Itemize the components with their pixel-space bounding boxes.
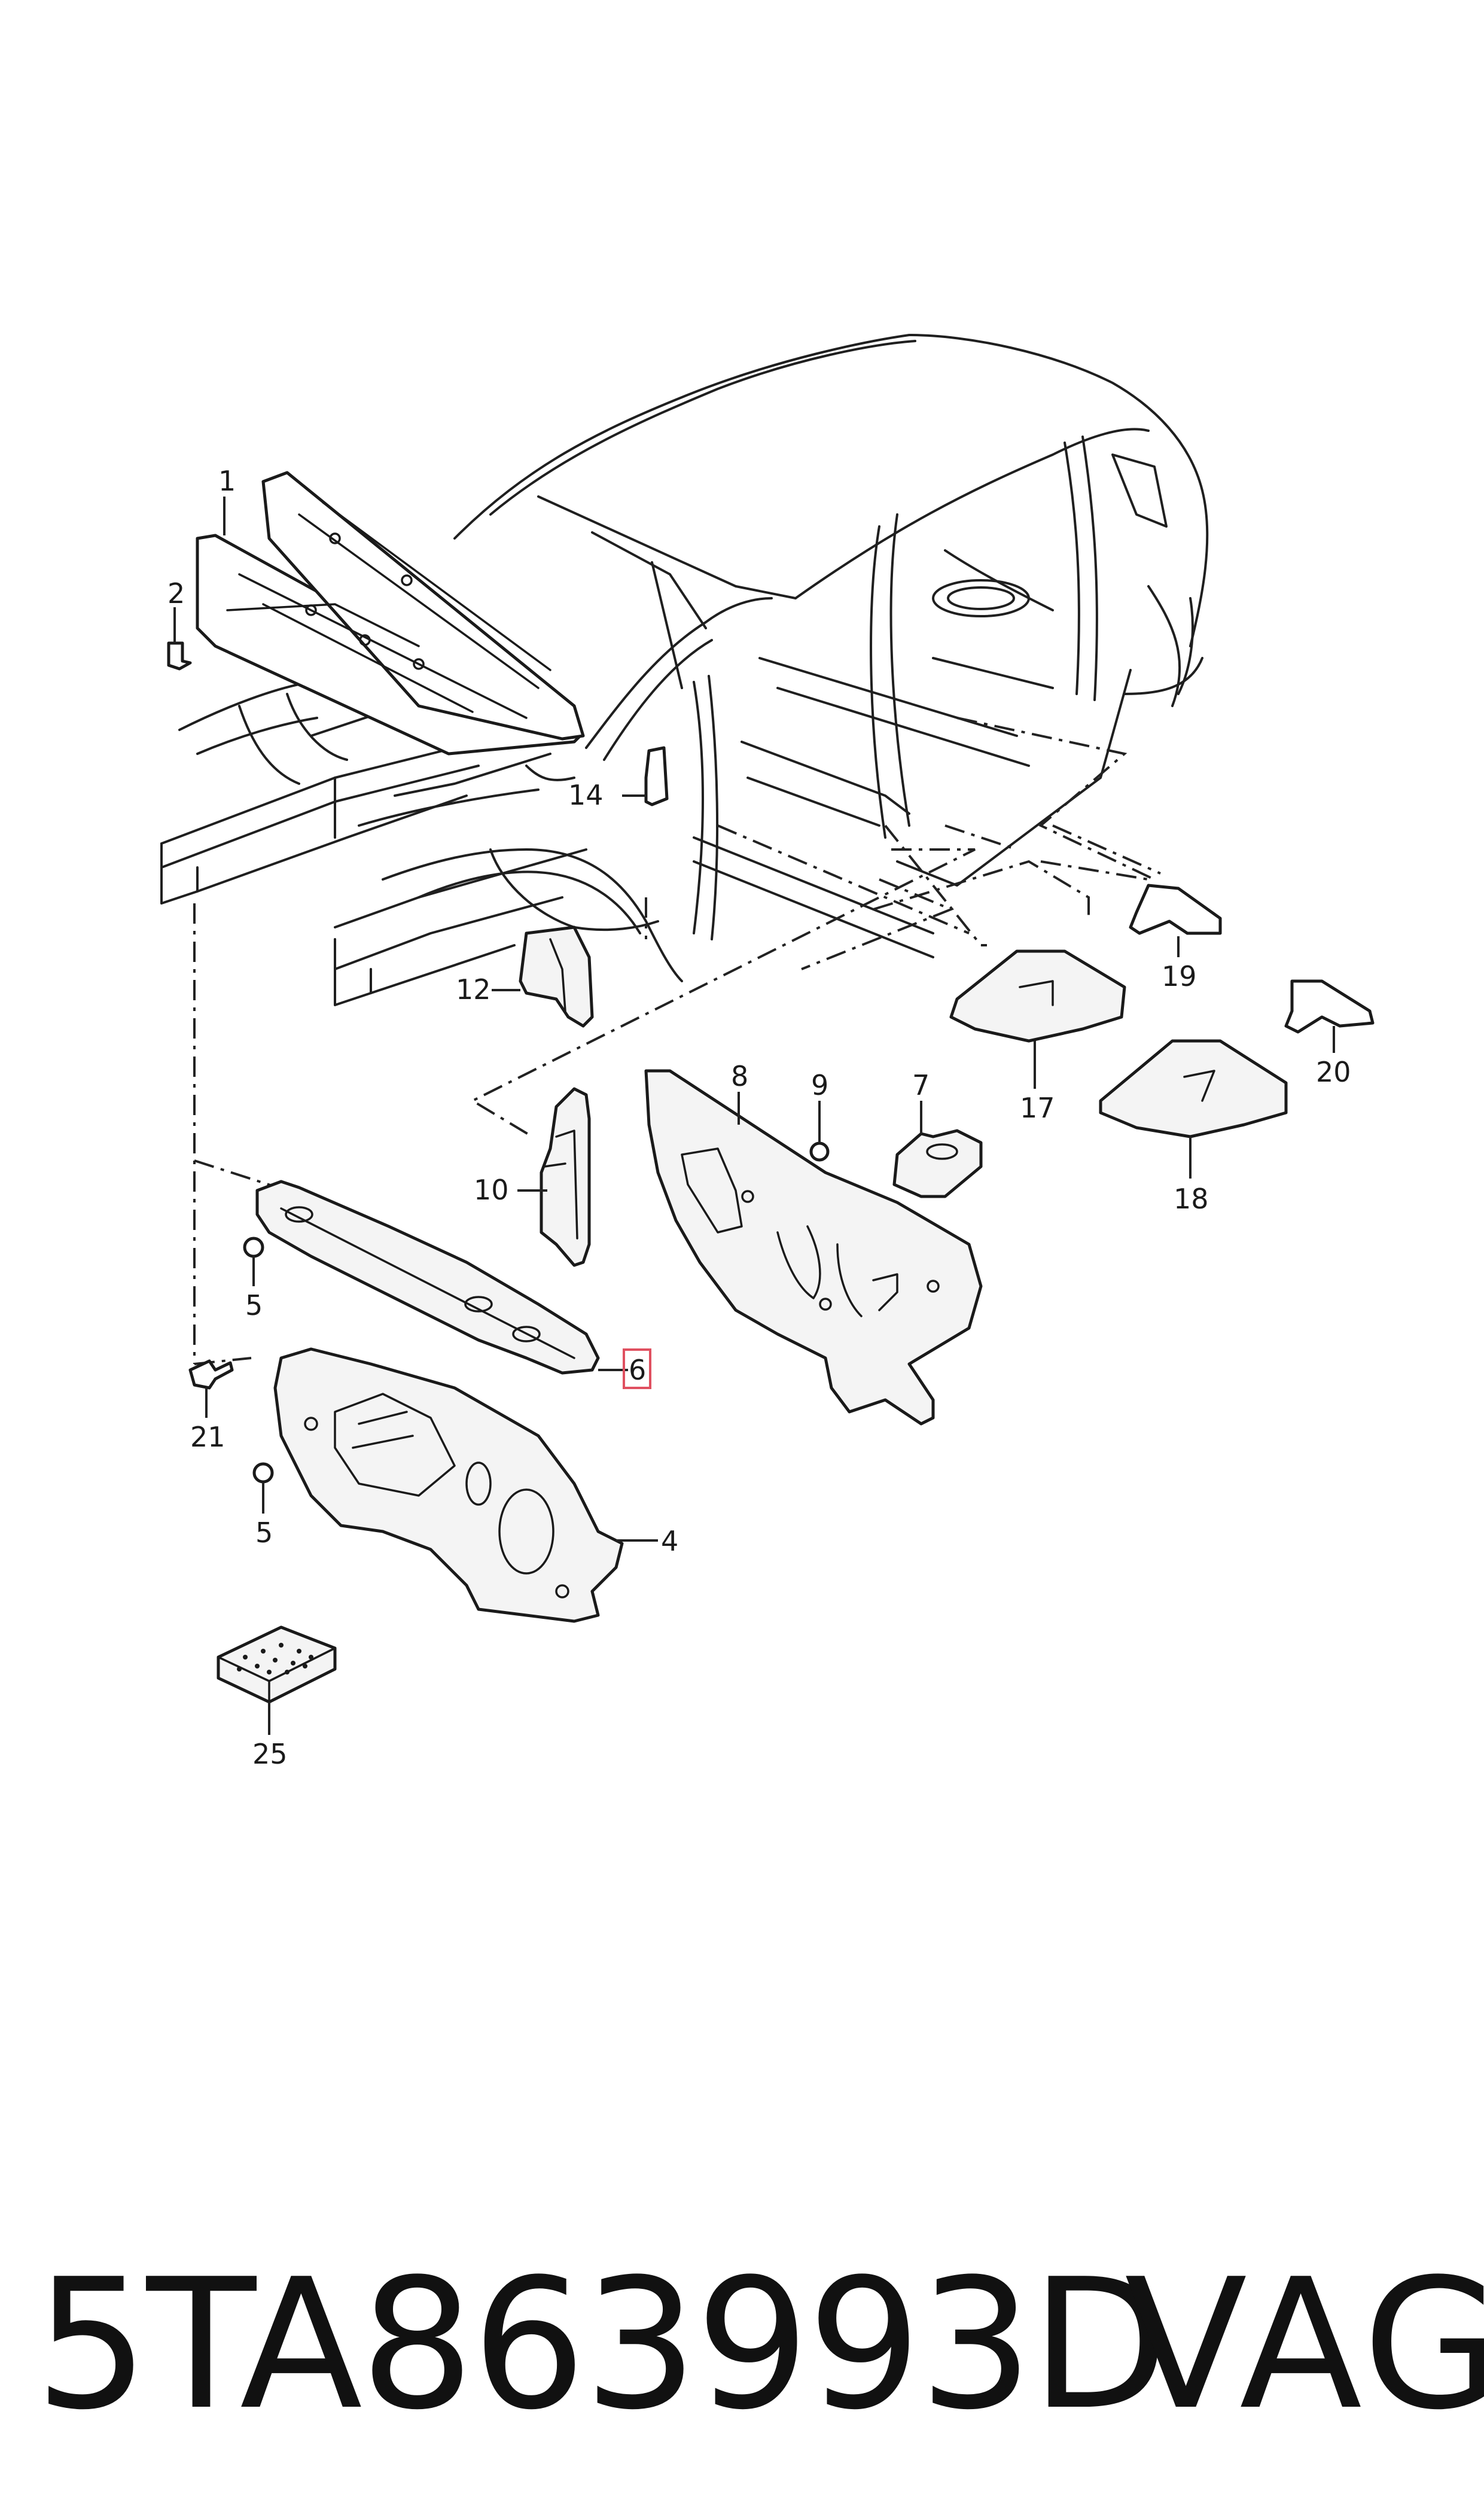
- part-6-foam-strip: [255, 1180, 600, 1375]
- brand-label: VAG: [1125, 2240, 1484, 2449]
- callout-18: 18: [1174, 1183, 1209, 1215]
- part-5-nut-upper: [243, 1237, 264, 1258]
- part-20-mat: [1284, 979, 1375, 1034]
- part-25-foam-pad: [217, 1625, 337, 1704]
- part-number: 5TA863993D: [35, 2240, 1169, 2449]
- part-19-mat: [1129, 884, 1222, 935]
- callout-4: 4: [661, 1525, 678, 1557]
- exploded-parts-diagram: 1 2 14 12 19 20 17 18 7 9 8 10 5 6 21 5 …: [160, 334, 1375, 1770]
- part-2-clip: [167, 641, 192, 671]
- callout-7: 7: [912, 1069, 930, 1101]
- callout-14: 14: [568, 779, 604, 811]
- callout-17: 17: [1020, 1092, 1055, 1124]
- part-12-block: [519, 925, 594, 1028]
- callout-6-highlight-box: [623, 1348, 651, 1389]
- callout-2: 2: [167, 577, 185, 610]
- car-body-outline: [160, 334, 1209, 1006]
- part-10-bracket: [540, 1087, 591, 1267]
- part-4-firewall-insulation: [273, 1347, 624, 1623]
- callout-25: 25: [252, 1738, 288, 1770]
- part-21-clip: [188, 1359, 234, 1390]
- callout-20: 20: [1316, 1056, 1351, 1088]
- callout-8: 8: [731, 1060, 748, 1092]
- callout-5-lower: 5: [255, 1517, 273, 1549]
- callout-19: 19: [1162, 960, 1197, 992]
- callout-9: 9: [811, 1069, 828, 1101]
- assembly-lines: [193, 717, 1161, 1365]
- part-1-hood-insulation: [196, 471, 585, 756]
- callout-21: 21: [190, 1421, 226, 1453]
- part-17-floor-mat: [949, 949, 1126, 1043]
- callout-5-upper: 5: [245, 1289, 263, 1322]
- leader-lines: [173, 497, 1335, 1735]
- callout-10: 10: [474, 1174, 509, 1206]
- part-14-bracket: [644, 746, 669, 806]
- callout-12: 12: [456, 973, 491, 1006]
- callout-labels: 1 2 14 12 19 20 17 18 7 9 8 10 5 6 21 5 …: [167, 465, 1351, 1770]
- part-18-floor-mat: [1099, 1039, 1288, 1138]
- part-8-panel: [644, 1069, 983, 1426]
- part-9-nut: [809, 1141, 830, 1162]
- part-5-nut-lower: [252, 1462, 274, 1484]
- callout-1: 1: [218, 465, 236, 497]
- part-7-block: [892, 1129, 983, 1198]
- callout-6: 6: [629, 1354, 646, 1386]
